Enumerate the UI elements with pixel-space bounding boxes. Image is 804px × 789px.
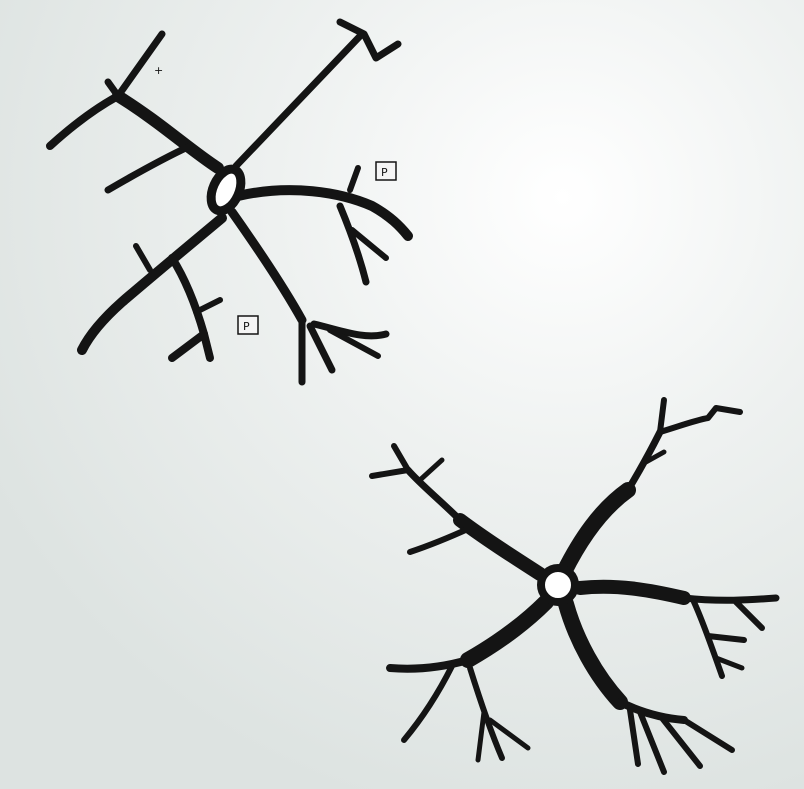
p-label-lower: P: [243, 320, 250, 333]
plus-label: +: [154, 64, 163, 77]
lower-neuron-process-r-twig-b: [708, 636, 744, 640]
lower-neuron-process-ur-twig-a: [660, 400, 664, 432]
lower-neuron-process-right-thin: [684, 598, 776, 600]
lower-neuron-soma: [541, 568, 575, 602]
p-label-upper: P: [381, 166, 388, 179]
